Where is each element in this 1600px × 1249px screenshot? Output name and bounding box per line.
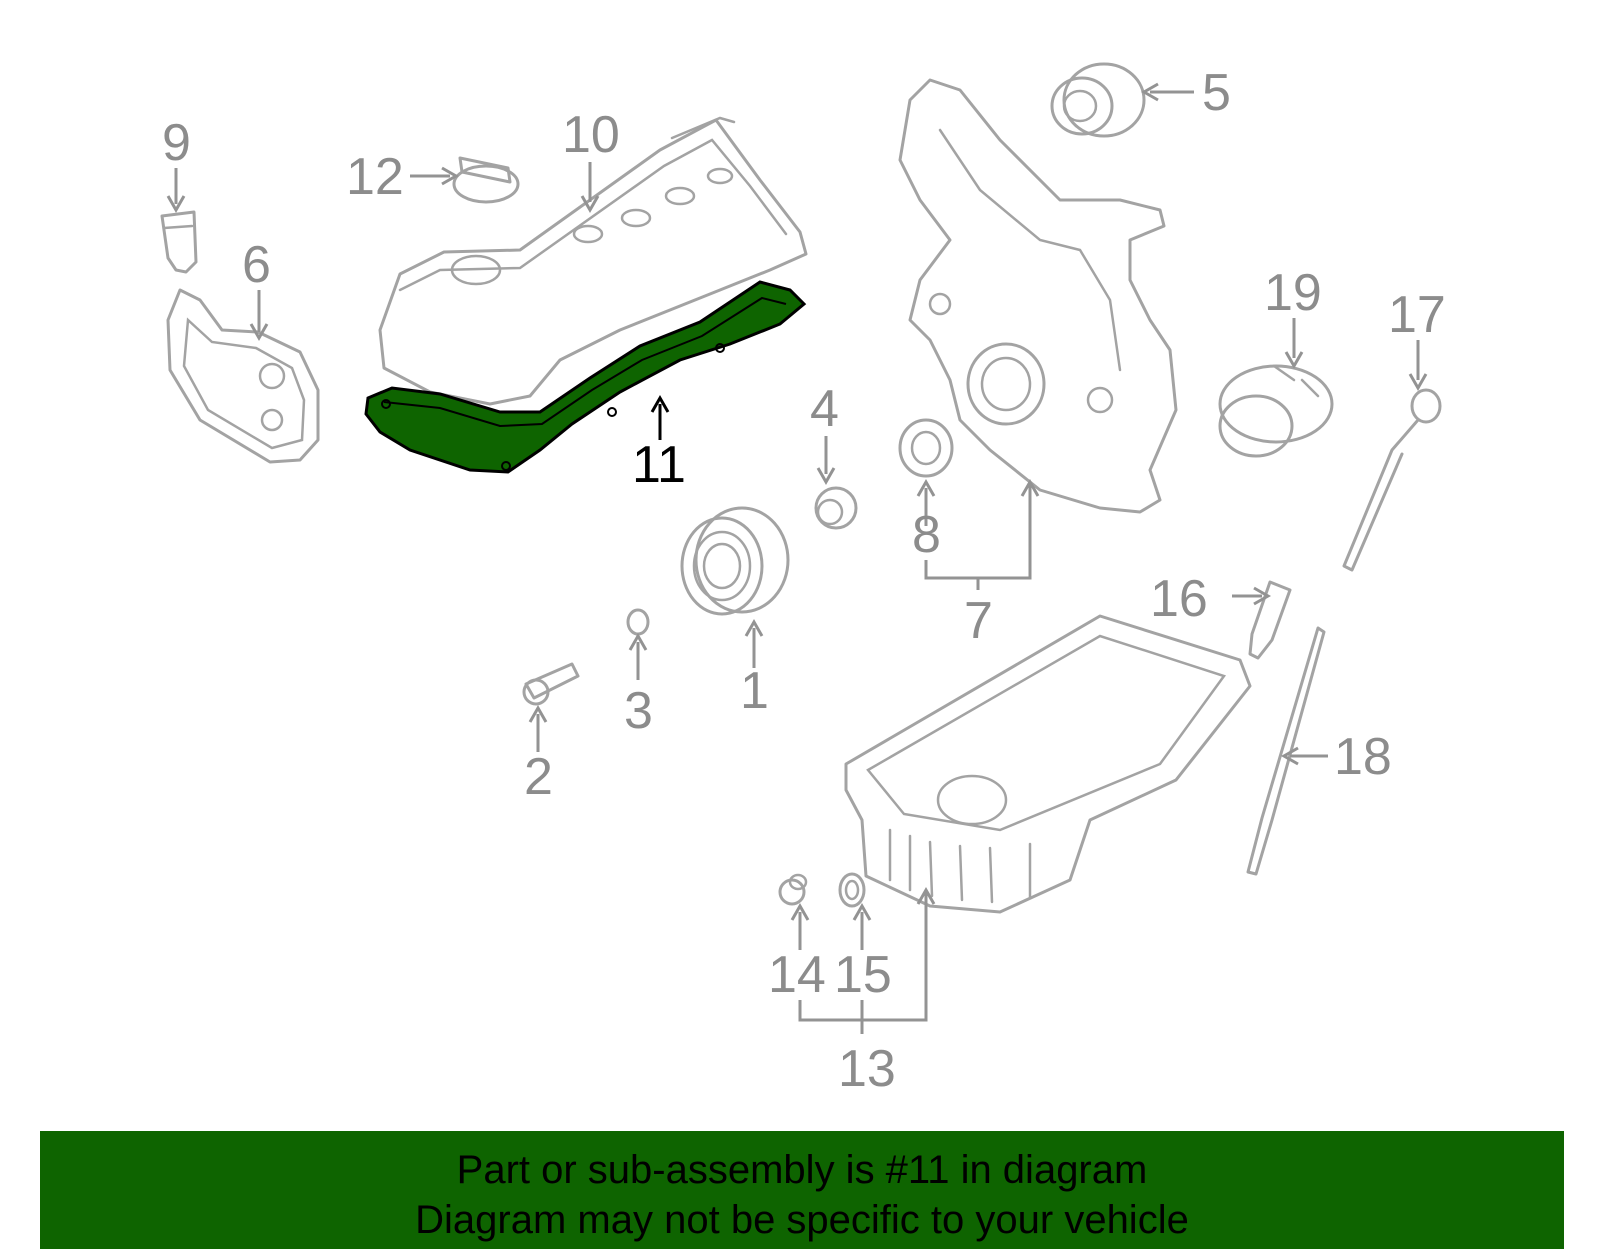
part-19-oil-filter (1218, 364, 1334, 458)
callout-16: 16 (1150, 570, 1208, 628)
highlight-info-banner: Part or sub-assembly is #11 in diagram D… (40, 1131, 1564, 1249)
part-7-timing-cover (898, 78, 1178, 514)
part-10-valve-cover (378, 116, 808, 406)
part-13-oil-pan (844, 614, 1252, 914)
part-5-pulley (1050, 62, 1146, 138)
callout-1: 1 (740, 662, 769, 720)
part-9-pcv-valve (160, 210, 198, 274)
part-14-drain-plug (778, 873, 808, 906)
callout-17: 17 (1388, 286, 1446, 344)
banner-line-1: Part or sub-assembly is #11 in diagram (456, 1148, 1148, 1192)
callout-10: 10 (562, 106, 620, 164)
part-18-dipstick-rod (1246, 626, 1326, 876)
part-3-washer (626, 608, 650, 636)
callout-7: 7 (964, 592, 993, 650)
callout-3: 3 (624, 682, 653, 740)
part-1-crank-pulley (680, 506, 790, 616)
callout-labels: 9 6 12 10 11 5 19 17 4 8 7 1 3 2 16 18 1… (162, 64, 1446, 1098)
callout-8: 8 (912, 506, 941, 564)
callout-19: 19 (1264, 264, 1322, 322)
callout-12: 12 (346, 148, 404, 206)
part-17-dipstick (1342, 388, 1442, 572)
exploded-parts-diagram: 9 6 12 10 11 5 19 17 4 8 7 1 3 2 16 18 1… (160, 62, 1446, 1098)
part-12-oil-cap (452, 156, 520, 204)
banner-line-2: Diagram may not be specific to your vehi… (415, 1198, 1189, 1242)
part-15-drain-washer (838, 872, 866, 908)
part-4-bearing (814, 486, 858, 530)
part-8-seal (898, 418, 954, 478)
leader-lines (166, 82, 1428, 1034)
callout-11-highlighted: 11 (632, 436, 686, 494)
callout-6: 6 (242, 236, 271, 294)
part-6-side-cover (166, 288, 320, 464)
callout-13: 13 (838, 1040, 896, 1098)
callout-2: 2 (524, 748, 553, 806)
callout-18: 18 (1334, 728, 1392, 786)
callout-9: 9 (162, 114, 191, 172)
callout-5: 5 (1202, 64, 1231, 122)
part-16-sensor (1248, 580, 1292, 660)
callout-15: 15 (834, 946, 892, 1004)
part-2-bolt (522, 662, 580, 706)
callout-14: 14 (768, 946, 826, 1004)
callout-4: 4 (810, 380, 839, 438)
part-11-valve-cover-gasket-highlighted (364, 280, 807, 474)
